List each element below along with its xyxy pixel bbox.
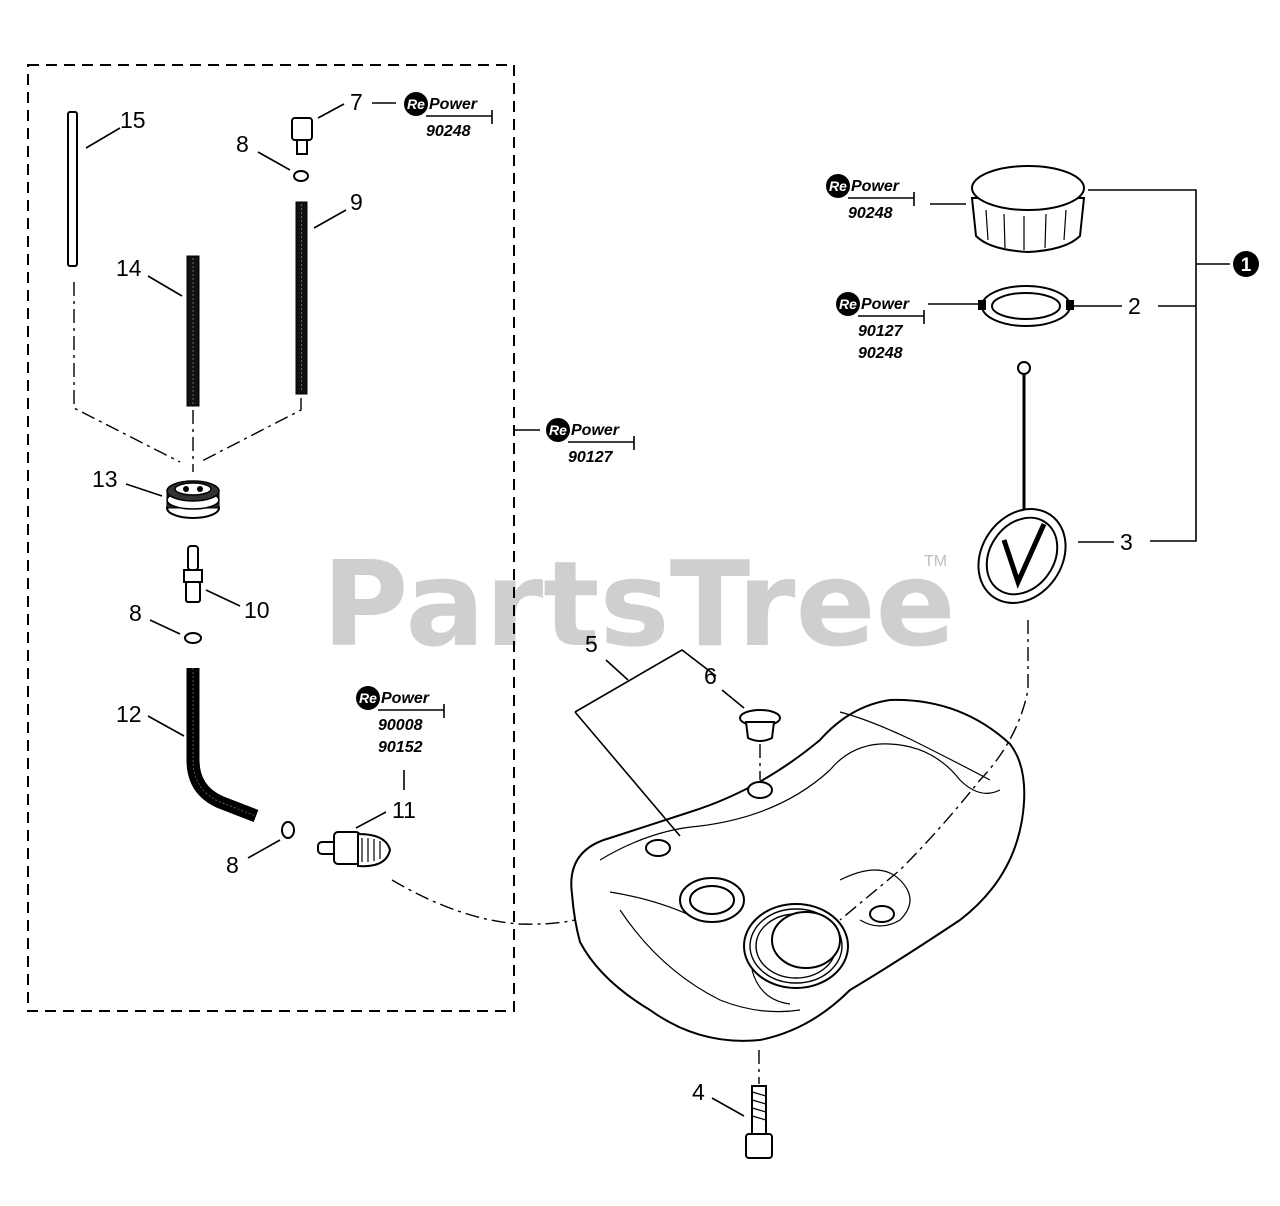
callout-8-middle: 8 (129, 600, 142, 626)
part-2-gasket[interactable] (978, 285, 1074, 327)
callout-13: 13 (92, 466, 118, 492)
assembly-line-9 (199, 398, 302, 463)
repower-part-code: 90248 (426, 123, 471, 140)
callout-8-bottom: 8 (226, 852, 239, 878)
callout-1: 1 (1241, 255, 1252, 276)
callout-15: 15 (120, 107, 146, 133)
leader-7 (317, 103, 345, 119)
repower-logo-power: Power (429, 96, 478, 113)
repower-part-code: 90152 (378, 739, 423, 756)
repower-logo-icon (826, 174, 850, 198)
leader-15 (85, 127, 121, 149)
leader-11 (355, 811, 387, 829)
callout-14: 14 (116, 255, 142, 281)
assembly-line-filter-to-tank (391, 879, 611, 925)
repower-underline (378, 704, 445, 718)
repower-part-code: 90248 (848, 205, 893, 222)
repower-logo-re: Re (829, 178, 847, 194)
part-12-fuel-line[interactable] (186, 668, 259, 823)
kit-1-bracket (1088, 189, 1197, 542)
callout-1-bullet (1233, 251, 1259, 277)
repower-part-code: 90008 (378, 717, 423, 734)
part-9-tube[interactable] (295, 201, 308, 395)
repower-logo-re: Re (359, 690, 377, 706)
leader-6 (721, 689, 745, 709)
repower-logo-power: Power (571, 422, 620, 439)
part-12-fuel-line-texture (192, 668, 257, 817)
leader-5-to-tank (574, 711, 681, 837)
repower-logo-icon (836, 292, 860, 316)
watermark-trademark: TM (924, 553, 947, 570)
repower-part-code: 90127 (568, 449, 614, 466)
repower-logo-icon (404, 92, 428, 116)
callout-6: 6 (704, 663, 717, 689)
callout-2: 2 (1128, 293, 1141, 319)
leader-12 (147, 715, 185, 737)
part-8-oring-top[interactable] (293, 170, 309, 182)
repower-underline (568, 436, 635, 450)
repower-logo-re: Re (549, 422, 567, 438)
repower-logo-re: Re (407, 96, 425, 112)
leader-14 (147, 275, 183, 297)
part-5-fuel-tank[interactable] (570, 698, 1026, 1042)
callout-11: 11 (392, 797, 416, 823)
repower-logo-power: Power (861, 296, 910, 313)
leader-9 (313, 209, 347, 229)
repower-part-code: 90248 (858, 345, 903, 362)
repower-logo-re: Re (839, 296, 857, 312)
repower-underline (858, 310, 925, 324)
repower-underline (848, 192, 915, 206)
part-11-fuel-filter[interactable] (317, 831, 392, 868)
leader-8-middle (149, 619, 181, 635)
part-10-fitting[interactable] (183, 545, 203, 603)
assembly-line-15 (73, 282, 181, 463)
part-8-oring-middle[interactable] (184, 632, 202, 644)
part-6-vent[interactable] (739, 709, 781, 742)
callout-7: 7 (350, 89, 363, 115)
part-8-oring-bottom[interactable] (281, 821, 295, 839)
callout-9: 9 (350, 189, 363, 215)
leader-8-top (257, 151, 291, 171)
part-14-tube[interactable] (186, 255, 200, 407)
leader-10 (205, 589, 241, 607)
repower-logo-power: Power (381, 690, 430, 707)
repower-logo-icon (356, 686, 380, 710)
leader-5-bracket (574, 649, 717, 713)
repower-underline (426, 110, 493, 124)
watermark: PartsTree (322, 535, 956, 673)
fuel-cap[interactable] (970, 165, 1086, 254)
part-15-tube[interactable] (67, 111, 78, 267)
part-7-fitting[interactable] (291, 117, 313, 155)
part-4-bolt[interactable] (745, 1085, 773, 1159)
callout-10: 10 (244, 597, 270, 623)
callout-3: 3 (1120, 529, 1133, 555)
callout-12: 12 (116, 701, 142, 727)
part-3-tether[interactable] (961, 361, 1084, 620)
assembly-line-cap-to-neck (839, 620, 1029, 921)
leader-4 (711, 1097, 745, 1117)
callout-5: 5 (585, 631, 598, 657)
repower-logo-power: Power (851, 178, 900, 195)
repower-logo-icon (546, 418, 570, 442)
leader-8-bottom (247, 839, 281, 859)
callout-4: 4 (692, 1079, 705, 1105)
leader-13 (125, 483, 163, 497)
kit-boundary-box (27, 64, 515, 1012)
part-13-grommet[interactable] (166, 480, 220, 519)
callout-8-top: 8 (236, 131, 249, 157)
leader-5 (605, 659, 629, 681)
repower-part-code: 90127 (858, 323, 904, 340)
